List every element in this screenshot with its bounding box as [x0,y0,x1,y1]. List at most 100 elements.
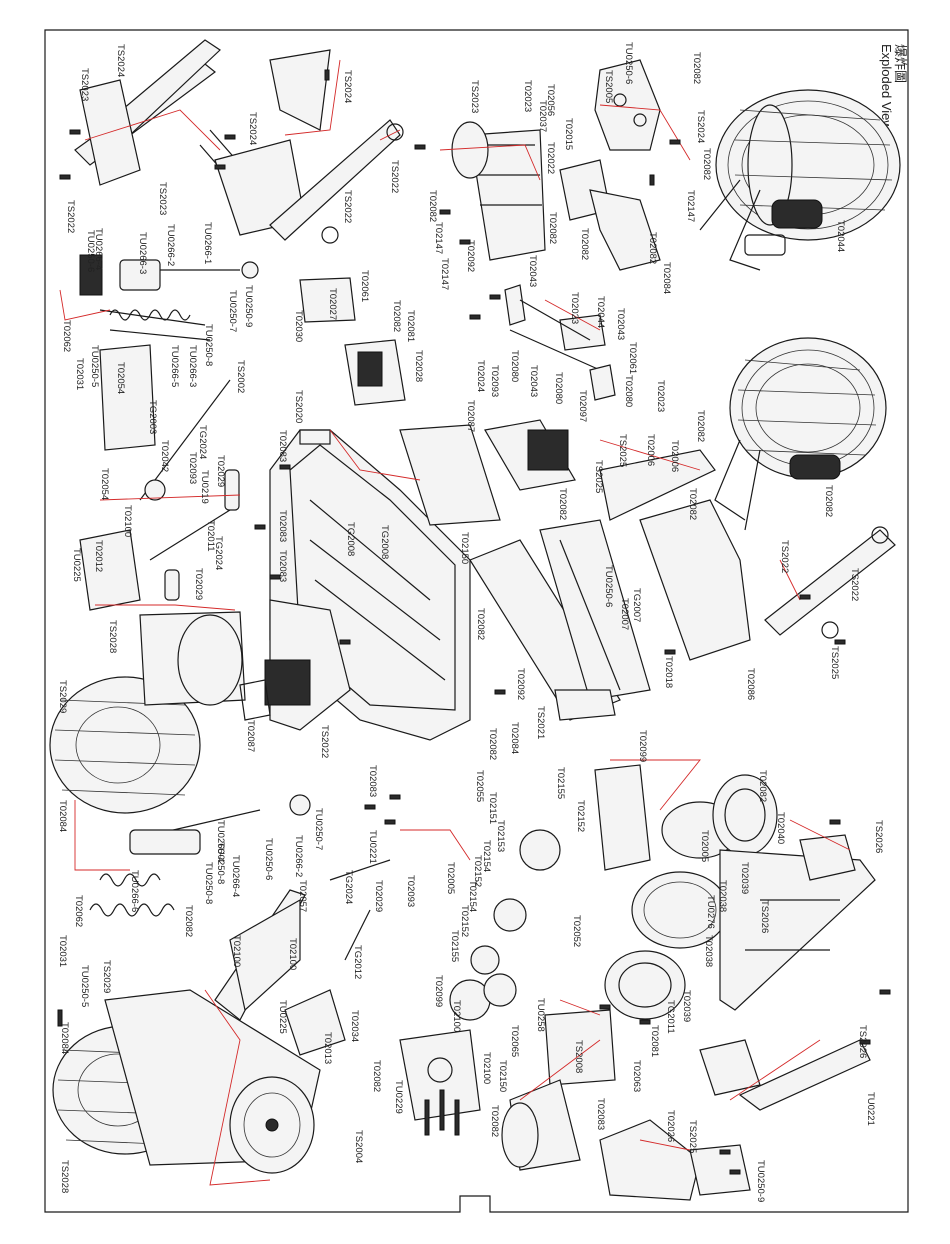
front-bulkhead [451,121,611,261]
part-label: T02147 [685,190,696,222]
steering-linkage [504,284,616,401]
part-label: T02082 [557,488,568,520]
part-label: T02082 [183,905,194,937]
part-label: T02083 [277,430,288,462]
part-label: TU0250-5 [79,965,90,1007]
part-label: TU0250-8 [203,324,214,366]
part-label: T02084 [59,1022,70,1054]
part-label: T02082 [701,148,712,180]
part-label: TU0250-8 [203,862,214,904]
part-label: T02006 [669,440,680,472]
front-hub-left [79,344,240,611]
part-label: TU0266-6 [129,870,140,912]
part-label: T02042 [159,440,170,472]
part-label: T02023 [655,380,666,412]
part-label: T02093 [405,875,416,907]
part-label: TS2023 [469,80,480,113]
part-label: T02154 [467,880,478,912]
part-label: T02087 [245,720,256,752]
part-label: TS2026 [873,820,884,853]
part-label: T02082 [371,1060,382,1092]
part-label: T02100 [231,935,242,967]
part-label: T02005 [445,862,456,894]
part-label: T02150 [459,532,470,564]
part-label: TU0266-4 [215,820,226,862]
part-label: T02061 [627,342,638,374]
title-cn: 爆炸圖 [893,44,908,83]
part-label: T02082 [547,212,558,244]
part-label: TS2004 [353,1130,364,1163]
part-label: TG2024 [197,425,208,459]
part-label: T02044 [595,296,606,328]
part-label: T02054 [99,468,110,500]
part-label: T02055 [474,770,485,802]
part-label: T02052 [571,915,582,947]
part-label: TU0221 [367,830,378,864]
part-label: T02092 [465,240,476,272]
part-label: T02084 [57,800,68,832]
part-label: TG2003 [147,400,158,434]
part-label: T02082 [579,228,590,260]
part-label: TS2023 [157,182,168,215]
part-label: TG2011 [665,1000,676,1034]
part-label: TU0266-3 [187,345,198,387]
part-label: TG2008 [379,525,390,559]
part-label: T02027 [327,288,338,320]
part-label: T02152 [472,855,483,887]
part-label: TG2008 [345,522,356,556]
part-label: TU0276 [705,895,716,929]
part-label: TS2024 [115,44,126,77]
lower-arm-rear [214,859,391,1056]
part-label: TU0250-6 [623,42,634,84]
part-label: TU0225 [71,548,82,582]
part-label: T02155 [449,930,460,962]
part-label: T02028 [413,350,424,382]
part-label: T02082 [687,488,698,520]
part-label: TG2007 [631,588,642,622]
part-label: T02081 [649,1025,660,1057]
part-label: T02034 [349,1010,360,1042]
part-label: T02038 [703,935,714,967]
part-label: T02007 [619,598,630,630]
tire-top-right [699,89,901,271]
part-label: T02152 [575,800,586,832]
part-label: T02043 [527,255,538,287]
part-label: TS2026 [857,1025,868,1058]
part-label: T02147 [433,222,444,254]
part-label: TU0229 [393,1080,404,1114]
part-label: T02026 [665,1110,676,1142]
part-label: T02024 [475,360,486,392]
shock-tower-front [589,59,661,271]
part-label: T02099 [637,730,648,762]
part-label: TS2022 [779,540,790,573]
part-label: T02063 [631,1060,642,1092]
part-label: T02083 [367,765,378,797]
part-label: T02012 [93,540,104,572]
rear-bumper-mount [599,1119,751,1201]
part-label: TS2029 [101,960,112,993]
part-label: T02087 [465,400,476,432]
part-label: T02005 [699,830,710,862]
part-label: T02100 [481,1052,492,1084]
part-label: T02054 [115,362,126,394]
shock-absorber-bottom [89,794,311,917]
part-label: T02093 [187,452,198,484]
part-label: T02093 [489,365,500,397]
part-label: T02082 [475,608,486,640]
part-label: TS2022 [65,200,76,233]
part-label: T02150 [497,1060,508,1092]
part-label: T02083 [277,510,288,542]
part-label: T02031 [74,358,85,390]
part-label: T02039 [681,990,692,1022]
rear-wing-frame [699,834,876,1111]
part-label: TU0250-7 [313,808,324,850]
part-label: TU0225 [277,1000,288,1034]
part-label: TS2005 [603,70,614,103]
part-label: T02029 [215,455,226,487]
part-label: TU0250-6 [603,565,614,607]
part-label: T02080 [553,372,564,404]
part-label: TS2028 [59,1160,70,1193]
part-label: T02039 [739,862,750,894]
part-label: T02082 [489,1105,500,1137]
